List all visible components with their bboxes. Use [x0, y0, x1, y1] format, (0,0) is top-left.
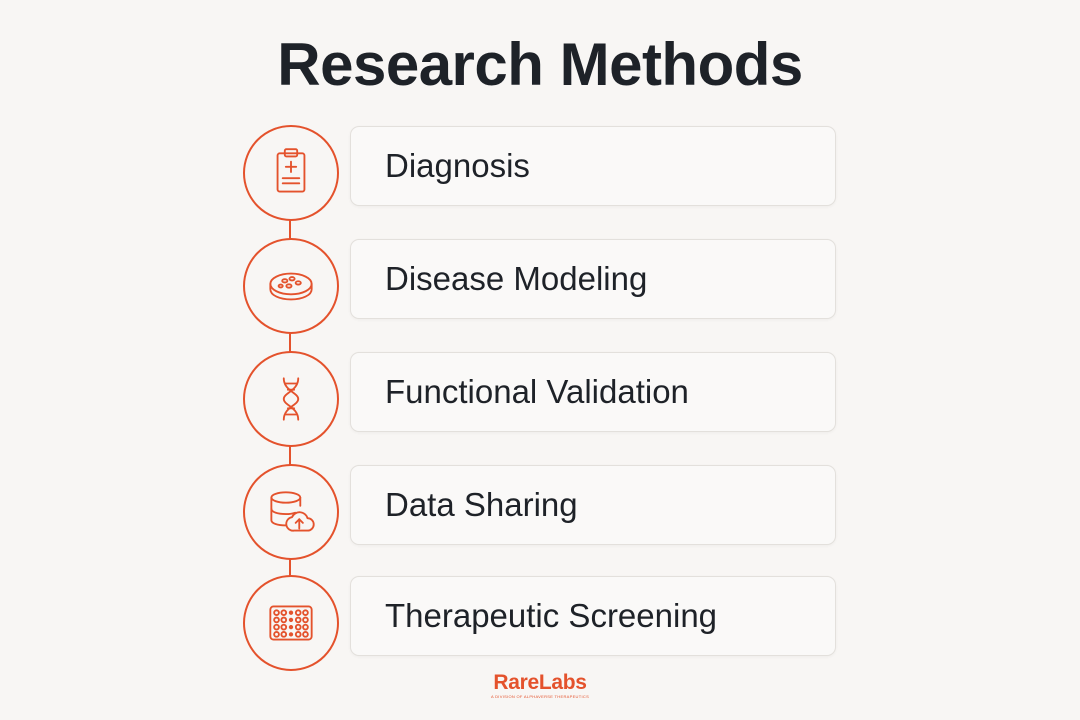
step-label: Therapeutic Screening — [385, 597, 718, 634]
database-cloud-icon — [243, 464, 339, 560]
step-data-sharing: Data Sharing — [0, 464, 1080, 560]
brand-tagline: A DIVISION OF ALPHAVERSE THERAPEUTICS — [490, 694, 590, 699]
step-disease-modeling: Disease Modeling — [0, 238, 1080, 334]
step-card: Diagnosis — [350, 126, 836, 206]
step-diagnosis: Diagnosis — [0, 125, 1080, 221]
step-card: Data Sharing — [350, 465, 836, 545]
step-label: Diagnosis — [385, 147, 530, 184]
step-functional-validation: Functional Validation — [0, 351, 1080, 447]
step-label: Disease Modeling — [385, 260, 648, 297]
page-title: Research Methods — [277, 31, 803, 98]
step-card: Functional Validation — [350, 352, 836, 432]
step-therapeutic-screening: Therapeutic Screening — [0, 575, 1080, 671]
step-card: Disease Modeling — [350, 239, 836, 319]
step-label: Functional Validation — [385, 373, 689, 410]
step-card: Therapeutic Screening — [350, 576, 836, 656]
clipboard-icon — [243, 125, 339, 221]
step-label: Data Sharing — [385, 486, 578, 523]
brand-name: RareLabs — [493, 671, 587, 694]
dna-icon — [243, 351, 339, 447]
well-plate-icon — [243, 575, 339, 671]
brand-logo: RareLabs A DIVISION OF ALPHAVERSE THERAP… — [0, 671, 1080, 700]
petri-dish-icon — [243, 238, 339, 334]
